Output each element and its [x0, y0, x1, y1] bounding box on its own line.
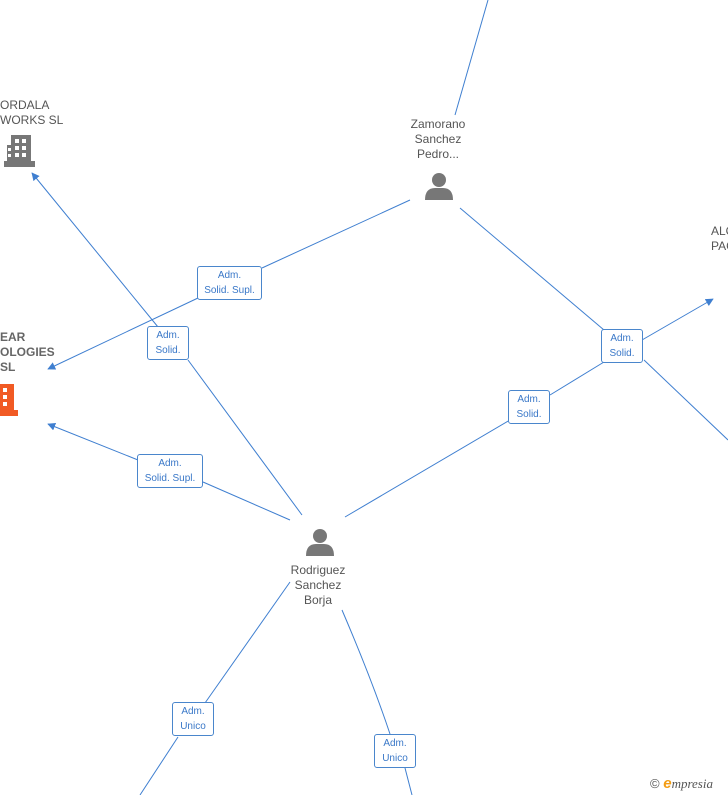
brand-logo-text: mpresia: [671, 776, 713, 791]
node-label-alo[interactable]: ALO PAC: [711, 224, 728, 254]
node-label-line: Borja: [303, 593, 333, 607]
node-label-zamorano[interactable]: Zamorano Sanchez Pedro...: [411, 117, 466, 162]
edge-label-line: Adm.: [181, 706, 205, 717]
node-label-rodriguez[interactable]: Rodriguez Sanchez Borja: [291, 563, 346, 608]
edge-label-zamorano-alo[interactable]: Adm. Solid.: [601, 329, 643, 363]
node-label-line: EAR: [0, 330, 26, 344]
node-label-ordala[interactable]: ORDALA WORKS SL: [0, 98, 63, 128]
edges: [32, 0, 728, 795]
edge-label-line: Adm.: [217, 270, 242, 281]
edge-label-line: Unico: [382, 753, 408, 764]
brand-logo-letter: e: [663, 775, 672, 792]
edge-label-line: Adm.: [156, 330, 180, 341]
node-label-line: ORDALA: [0, 98, 50, 112]
edge-rodriguez-ear: [48, 424, 291, 521]
copyright-icon: ©: [650, 776, 660, 791]
edge-label-line: Solid.: [155, 345, 181, 356]
copyright-watermark: © empresia: [650, 775, 713, 793]
node-label-line: Pedro...: [416, 147, 460, 161]
edge-label-zamorano-ear[interactable]: Adm. Solid. Supl.: [197, 266, 262, 300]
edge-rodriguez-alo: [344, 299, 713, 518]
edge-label-line: Adm.: [517, 394, 541, 405]
node-label-ear[interactable]: EAR OLOGIES SL: [0, 330, 55, 375]
node-label-line: Sanchez: [294, 578, 342, 592]
edge-label-rodriguez-alo[interactable]: Adm. Solid.: [508, 390, 550, 424]
edge-label-line: Adm.: [610, 333, 634, 344]
node-label-line: PAC: [711, 239, 728, 253]
edge-rodriguez-bottom-right: [341, 609, 413, 795]
node-label-line: WORKS SL: [0, 113, 64, 127]
node-label-line: ALO: [711, 224, 728, 238]
edge-label-rodriguez-bottom-left[interactable]: Adm. Unico: [172, 702, 214, 736]
edge-label-rodriguez-bottom-right[interactable]: Adm. Unico: [374, 734, 416, 768]
edge-label-line: Adm.: [383, 738, 407, 749]
node-label-line: Rodriguez: [290, 563, 346, 577]
node-label-line: Zamorano: [410, 117, 466, 131]
edge-label-line: Solid. Supl.: [144, 473, 196, 484]
edge-alo-right: [643, 359, 728, 441]
edge-zamorano-ear: [48, 199, 411, 369]
edge-top-zamorano: [454, 0, 489, 116]
node-label-line: SL: [0, 360, 16, 374]
edge-label-line: Solid.: [609, 348, 635, 359]
edge-label-line: Solid.: [516, 409, 542, 420]
edge-rodriguez-ordala: [32, 173, 303, 516]
building-icon[interactable]: [4, 135, 35, 167]
edge-label-line: Unico: [180, 721, 206, 732]
building-highlight-icon[interactable]: [0, 384, 18, 416]
person-icon[interactable]: [306, 529, 334, 556]
edge-label-rodriguez-ear[interactable]: Adm. Solid. Supl.: [137, 454, 203, 488]
edge-label-rodriguez-ordala[interactable]: Adm. Solid.: [147, 326, 189, 360]
node-label-line: OLOGIES: [0, 345, 55, 359]
node-label-line: Sanchez: [414, 132, 462, 146]
edge-rodriguez-bottom-left: [139, 581, 291, 795]
edge-label-line: Solid. Supl.: [204, 285, 255, 296]
edge-label-line: Adm.: [158, 458, 182, 469]
edge-zamorano-alo: [459, 207, 605, 331]
person-icon[interactable]: [425, 173, 453, 200]
